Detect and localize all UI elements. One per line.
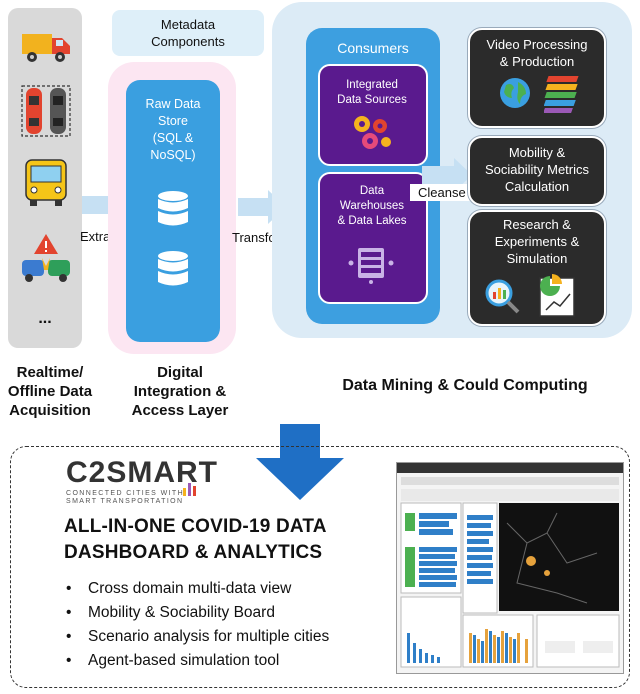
integration-label: Digital Integration & Access Layer (110, 363, 250, 420)
more-sources: ... (38, 310, 52, 327)
layers-icon (544, 76, 579, 113)
consumers-title: Consumers (337, 40, 409, 56)
integrated-data-sources (318, 64, 428, 166)
dashboard-screenshot-graphic (397, 463, 623, 668)
mobility-metrics-label: Mobility & Sociability Metrics Calculati… (470, 144, 604, 195)
feature-list: Cross domain multi-data view Mobility & … (64, 577, 329, 673)
metadata-line: Components (151, 34, 225, 49)
store-line: (SQL & (152, 131, 194, 145)
acquisition-label-line: Offline Data (7, 383, 93, 400)
dashboard-box (10, 446, 630, 688)
logo-sub-line: SMART TRANSPORTATION (66, 498, 184, 505)
research-label: Research & Experiments & Simulation (470, 216, 604, 267)
mobility-metrics-box (468, 136, 606, 206)
c2smart-logo: C2SMART (66, 456, 219, 489)
c2smart-logo-subtitle: CONNECTED CITIES WITH SMART TRANSPORTATI… (66, 490, 184, 506)
database-icon (158, 251, 188, 286)
integrated-data-sources-label: Integrated Data Sources (320, 78, 424, 108)
integrated-line: Integrated (346, 79, 398, 91)
report-chart-icon (539, 274, 575, 317)
mobility-line: Sociability Metrics (484, 162, 590, 177)
video-processing-box (468, 28, 606, 128)
video-processing-label: Video Processing & Production (470, 36, 604, 70)
feature-item: Cross domain multi-data view (64, 577, 329, 601)
integration-label-line: Digital (157, 364, 203, 381)
store-line: NoSQL) (150, 148, 196, 162)
research-line: Simulation (506, 251, 568, 266)
acquisition-label-line: Acquisition (9, 402, 91, 419)
acquisition-label-line: Realtime/ (16, 364, 84, 381)
metadata-components: Metadata Components (112, 10, 264, 56)
cleanse-arrow (422, 158, 472, 192)
video-line: Video Processing (486, 37, 588, 52)
feature-item: Mobility & Sociability Board (64, 601, 329, 625)
warehouse-line: Warehouses (339, 200, 405, 212)
data-mining-label: Data Mining & Could Computing (342, 377, 588, 394)
store-line: Store (158, 114, 188, 128)
research-line: Experiments & (494, 234, 580, 249)
bus-icon (20, 158, 72, 208)
research-line: Research & (503, 217, 571, 232)
metadata-line: Metadata (160, 17, 216, 32)
gears-icon (354, 116, 391, 149)
server-icon (348, 248, 394, 284)
mobility-line: Mobility & (508, 145, 566, 160)
store-line: Raw Data (145, 97, 201, 111)
mobility-line: Calculation (504, 179, 570, 194)
video-line: & Production (499, 54, 575, 69)
dashboard-screenshot (396, 462, 624, 674)
acquisition-label: Realtime/ Offline Data Acquisition (0, 363, 100, 420)
cleanse-label: Cleanse (410, 184, 474, 201)
logo-bars-icon (183, 483, 196, 496)
crash-icon (20, 232, 72, 288)
database-icon (158, 191, 188, 226)
warehouse-line: & Data Lakes (337, 215, 407, 227)
globe-icon (500, 78, 530, 108)
dashboard-title-line-2: DASHBOARD & ANALYTICS (64, 542, 323, 563)
data-warehouses-label: Data Warehouses & Data Lakes (320, 184, 424, 229)
logo-sub-line: CONNECTED CITIES WITH (66, 490, 185, 497)
integrated-line: Data Sources (337, 94, 407, 106)
magnifier-chart-icon (485, 279, 520, 314)
acquisition-panel: ... (8, 8, 82, 348)
warehouse-line: Data (359, 185, 385, 197)
dashboard-title-line-1: ALL-IN-ONE COVID-19 DATA (64, 516, 327, 537)
integration-label-line: Integration & (133, 383, 227, 400)
integration-label-line: Access Layer (131, 402, 229, 419)
truck-icon (20, 26, 72, 70)
raw-data-store-label: Raw Data Store (SQL & NoSQL) (126, 96, 220, 164)
big-down-arrow (256, 424, 344, 500)
feature-item: Scenario analysis for multiple cities (64, 625, 329, 649)
feature-item: Agent-based simulation tool (64, 649, 329, 673)
cars-sensor-icon (20, 84, 72, 140)
research-box (468, 210, 606, 326)
